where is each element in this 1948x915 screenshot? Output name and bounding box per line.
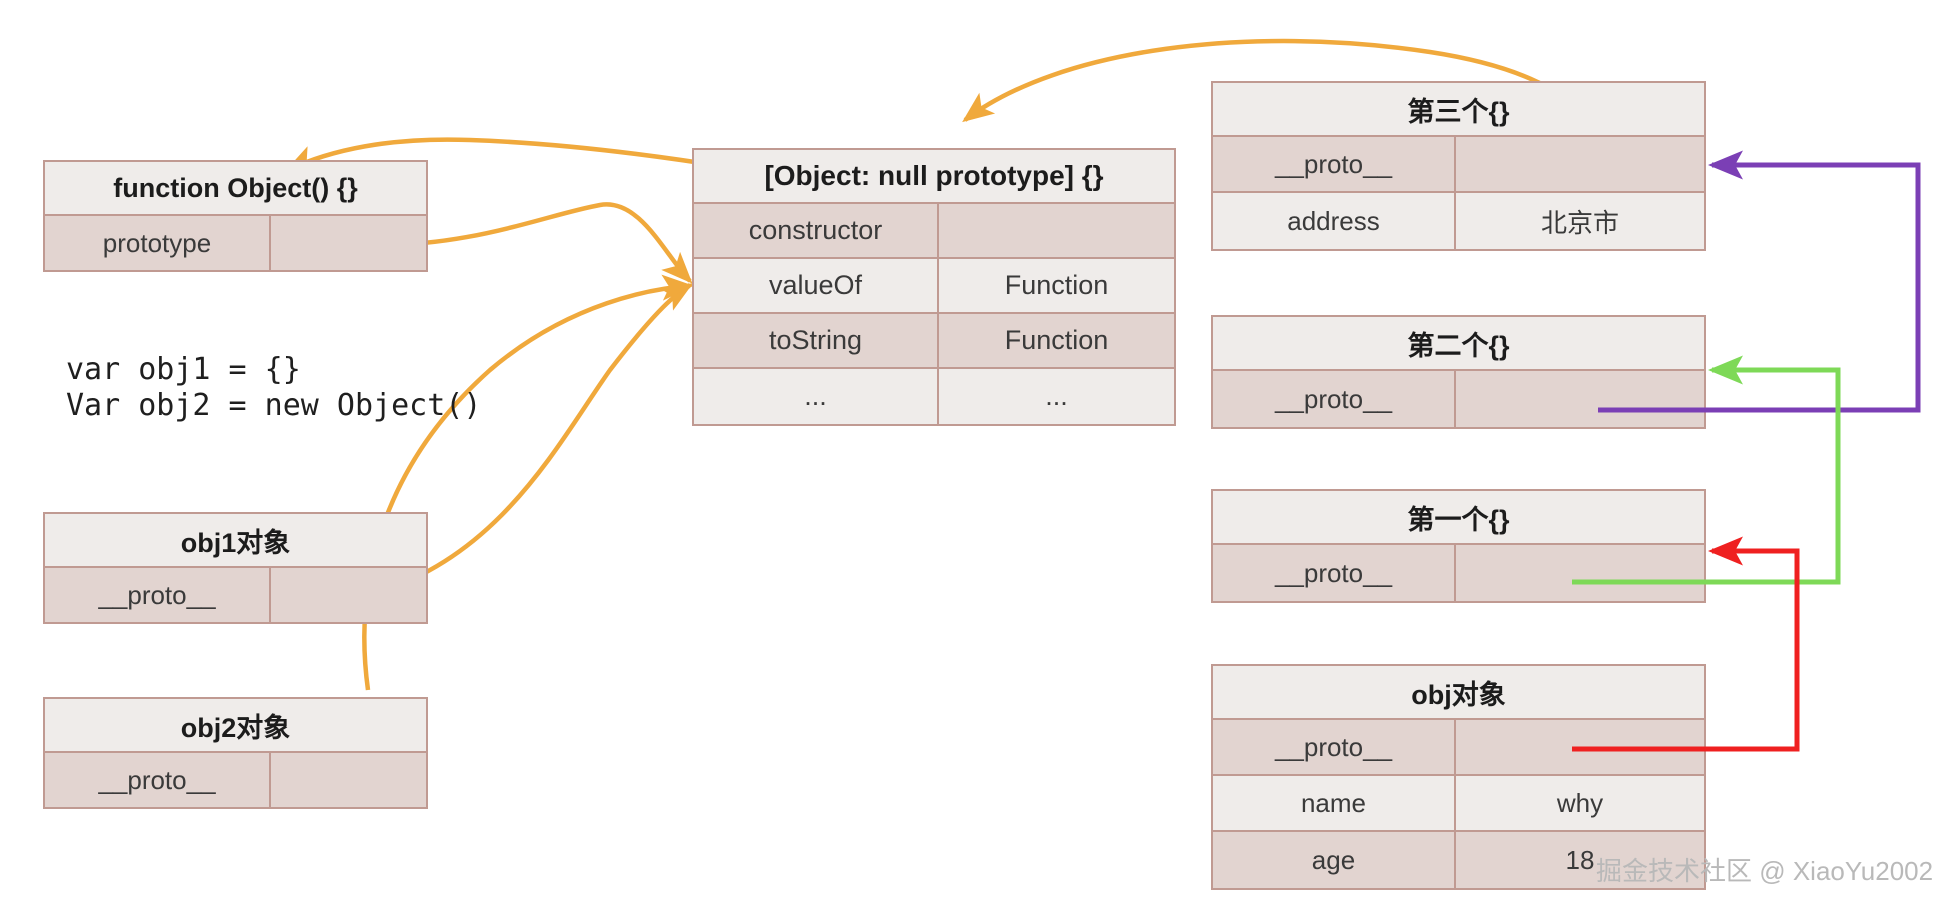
row-value: 北京市 <box>1540 207 1619 238</box>
row-value <box>271 753 426 807</box>
table-row[interactable]: __proto__ <box>45 568 426 622</box>
row-key: __proto__ <box>1213 137 1456 191</box>
row-value <box>1456 137 1704 191</box>
table-row[interactable]: valueOf Function <box>694 259 1174 314</box>
row-key: address <box>1213 193 1456 249</box>
row-value <box>939 204 1174 257</box>
table-row[interactable]: toString Function <box>694 314 1174 369</box>
table-row[interactable]: prototype <box>45 216 426 270</box>
row-key: __proto__ <box>1213 371 1456 427</box>
table-obj[interactable]: obj对象 __proto__ name why age 18 <box>1211 664 1706 890</box>
arrow-obj2-proto-to-null-prototype <box>362 274 694 691</box>
table-obj1[interactable]: obj1对象 __proto__ <box>43 512 428 624</box>
row-key: age <box>1213 832 1456 888</box>
table-function-object[interactable]: function Object() {} prototype <box>43 160 428 272</box>
table-third-object[interactable]: 第三个{} __proto__ address 北京市 <box>1211 81 1706 251</box>
table-row[interactable]: constructor <box>694 204 1174 259</box>
table-header: 第三个{} <box>1213 83 1704 137</box>
table-header: 第二个{} <box>1213 317 1704 371</box>
row-key: ... <box>694 369 939 424</box>
table-row[interactable]: __proto__ <box>1213 137 1704 193</box>
table-header: 第一个{} <box>1213 491 1704 545</box>
row-value: ... <box>1045 381 1068 411</box>
table-null-prototype[interactable]: [Object: null prototype] {} constructor … <box>692 148 1176 426</box>
table-header: function Object() {} <box>45 162 426 216</box>
row-key: valueOf <box>694 259 939 312</box>
table-row[interactable]: __proto__ <box>1213 720 1704 776</box>
row-key: __proto__ <box>1213 720 1456 774</box>
table-header: obj对象 <box>1213 666 1704 720</box>
row-key: prototype <box>45 216 271 270</box>
row-value: Function <box>1004 325 1109 355</box>
row-value <box>271 216 426 270</box>
row-key: constructor <box>694 204 939 257</box>
row-key: __proto__ <box>1213 545 1456 601</box>
row-value <box>1456 545 1704 601</box>
table-second-object[interactable]: 第二个{} __proto__ <box>1211 315 1706 429</box>
row-value: Function <box>1004 270 1109 300</box>
row-value <box>1456 371 1704 427</box>
table-row[interactable]: __proto__ <box>1213 545 1704 601</box>
watermark: 掘金技术社区 @ XiaoYu2002 <box>1596 856 1934 886</box>
code-snippet: var obj1 = {} Var obj2 = new Object() <box>66 352 482 423</box>
table-first-object[interactable]: 第一个{} __proto__ <box>1211 489 1706 603</box>
row-value <box>271 568 426 622</box>
row-key: __proto__ <box>45 753 271 807</box>
table-row[interactable]: age 18 <box>1213 832 1704 888</box>
table-row[interactable]: address 北京市 <box>1213 193 1704 249</box>
table-obj2[interactable]: obj2对象 __proto__ <box>43 697 428 809</box>
table-header: [Object: null prototype] {} <box>694 150 1174 204</box>
table-row[interactable]: __proto__ <box>45 753 426 807</box>
row-value <box>1456 720 1704 774</box>
row-key: __proto__ <box>45 568 271 622</box>
table-header: obj1对象 <box>45 514 426 568</box>
table-header: obj2对象 <box>45 699 426 753</box>
row-key: name <box>1213 776 1456 830</box>
row-key: toString <box>694 314 939 367</box>
table-row[interactable]: name why <box>1213 776 1704 832</box>
table-row[interactable]: ... ... <box>694 369 1174 424</box>
row-value: 18 <box>1565 844 1595 875</box>
table-row[interactable]: __proto__ <box>1213 371 1704 427</box>
row-value: why <box>1556 787 1604 818</box>
